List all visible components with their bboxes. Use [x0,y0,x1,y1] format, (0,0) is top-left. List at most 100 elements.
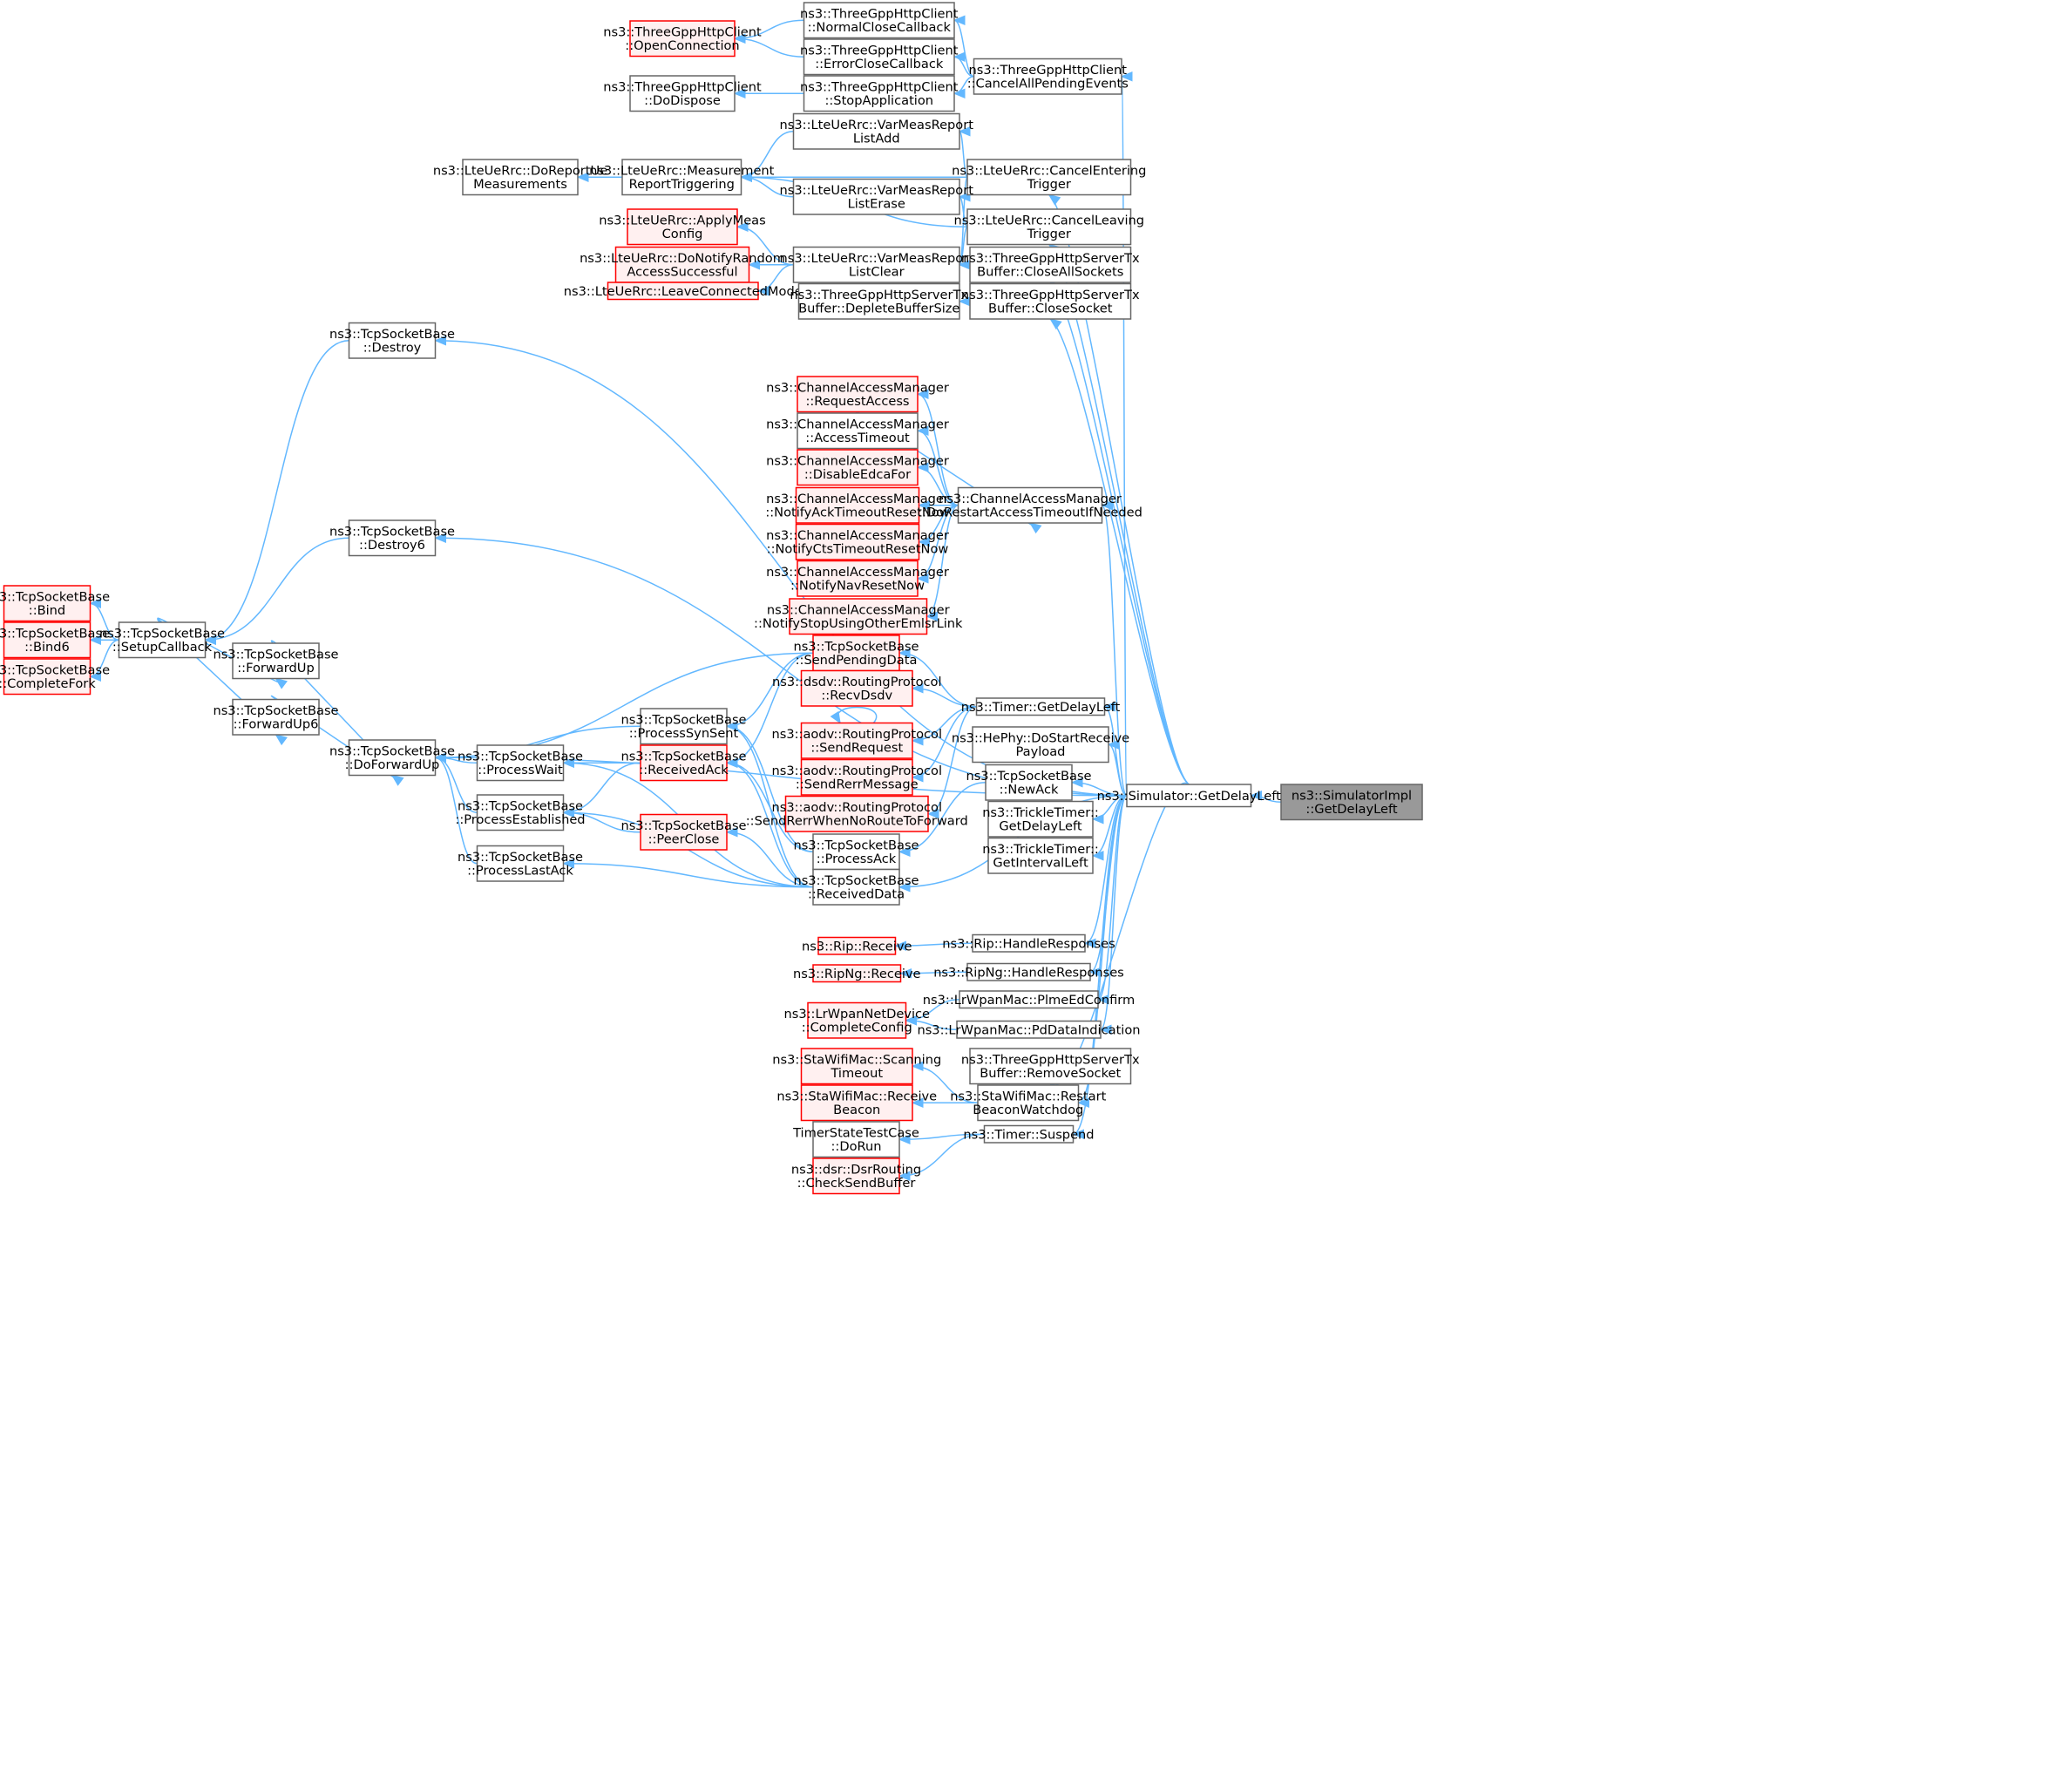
node-sim[interactable]: ns3::Simulator::GetDelayLeft [1097,784,1282,808]
node-tcpProcEst[interactable]: ns3::TcpSocketBase::ProcessEstablished [455,794,586,832]
node-label: ns3::LrWpanNetDevice [783,1007,930,1022]
node-box [640,813,728,851]
node-lteLeaveConn[interactable]: ns3::LteUeRrc::LeaveConnectedMode [564,282,803,301]
node-root[interactable]: ns3::SimulatorImpl::GetDelayLeft [1280,784,1423,821]
node-tcpDestroy[interactable]: ns3::TcpSocketBase::Destroy [329,322,455,359]
edge-line [205,340,349,641]
edge-line [1073,795,1128,1135]
node-tcpBind6[interactable]: ns3::TcpSocketBase::Bind6 [0,621,110,659]
node-lrwpanPd[interactable]: ns3::LrWpanMac::PdDataIndication [917,1020,1141,1039]
node-camDisableEdca[interactable]: ns3::ChannelAccessManager::DisableEdcaFo… [766,449,949,486]
node-ripngReceive[interactable]: ns3::RipNg::Receive [793,964,921,983]
node-tcpBind[interactable]: ns3::TcpSocketBase::Bind [0,585,110,622]
node-camNavReset[interactable]: ns3::ChannelAccessManager::NotifyNavRese… [766,560,949,597]
node-tcpProcSynSent[interactable]: ns3::TcpSocketBase::ProcessSynSent [620,708,747,745]
node-timerGetDelay[interactable]: ns3::Timer::GetDelayLeft [961,697,1121,716]
node-tcpSendPending[interactable]: ns3::TcpSocketBase::SendPendingData [793,635,919,672]
node-tcpDoForwardUp[interactable]: ns3::TcpSocketBase::DoForwardUp [329,739,455,777]
node-lrwpanPlme[interactable]: ns3::LrWpanMac::PlmeEdConfirm [923,990,1135,1009]
node-lteMeasTrig[interactable]: ns3::LteUeRrc::MeasurementReportTriggeri… [589,159,775,196]
node-ripHandle[interactable]: ns3::Rip::HandleResponses [942,933,1115,953]
node-box [800,722,913,759]
node-label: ns3::Rip::HandleResponses [942,936,1115,951]
node-label: Config [662,227,703,241]
node-tcpProcAck[interactable]: ns3::TcpSocketBase::ProcessAck [793,833,919,871]
node-tgCancelAll[interactable]: ns3::ThreeGppHttpClient::CancelAllPendin… [967,58,1129,95]
node-tcpProcWait[interactable]: ns3::TcpSocketBase::ProcessWait [458,744,583,782]
node-aodvSendReq[interactable]: ns3::aodv::RoutingProtocol::SendRequest [771,722,942,759]
node-label: Trigger [1027,177,1071,192]
node-ripReceive[interactable]: ns3::Rip::Receive [802,936,912,955]
node-tgsCloseSocket[interactable]: ns3::ThreeGppHttpServerTxBuffer::CloseSo… [961,282,1140,320]
node-camAccessTimeout[interactable]: ns3::ChannelAccessManager::AccessTimeout [766,412,949,450]
edge-arrowhead [926,611,938,621]
node-ripngHandle[interactable]: ns3::RipNg::HandleResponses [933,962,1124,981]
edge-arrowhead [1048,193,1061,206]
node-dsrCheck[interactable]: ns3::dsr::DsrRouting::CheckSendBuffer [791,1157,921,1195]
edge-arrowhead [1070,777,1083,788]
node-trickleDelay[interactable]: ns3::TrickleTimer::GetDelayLeft [982,800,1099,838]
node-tcpSetupCb[interactable]: ns3::TcpSocketBase::SetupCallback [99,621,225,659]
node-tcpForwardUp6[interactable]: ns3::TcpSocketBase::ForwardUp6 [213,698,339,736]
node-camCtsTimeout[interactable]: ns3::ChannelAccessManager::NotifyCtsTime… [766,523,949,560]
edge-arrowhead [390,774,404,786]
edge-line [898,782,987,852]
node-box [972,726,1109,764]
edge-sim-to-hephy [1107,739,1128,797]
node-tcpRecvAck[interactable]: ns3::TcpSocketBase::ReceivedAck [620,744,747,782]
node-tgStopApp[interactable]: ns3::ThreeGppHttpClient::StopApplication [800,75,959,112]
node-camReqAccess[interactable]: ns3::ChannelAccessManager::RequestAccess [766,376,949,413]
node-tgsRemove[interactable]: ns3::ThreeGppHttpServerTxBuffer::RemoveS… [961,1048,1140,1085]
node-aodvSendRerrNoRoute[interactable]: ns3::aodv::RoutingProtocol::SendRerrWhen… [746,795,968,832]
node-label: ns3::ThreeGppHttpClient [968,63,1127,78]
node-tcpRecvData[interactable]: ns3::TcpSocketBase::ReceivedData [793,868,919,906]
node-timerSuspend[interactable]: ns3::Timer::Suspend [963,1124,1095,1144]
node-tcpNewAck[interactable]: ns3::TcpSocketBase::NewAck [966,764,1092,801]
edge-arrowhead [899,968,912,979]
node-tgsCloseAll[interactable]: ns3::ThreeGppHttpServerTxBuffer::CloseAl… [961,246,1140,283]
node-box [812,1121,900,1158]
node-label: ns3::ChannelAccessManager [939,492,1122,506]
node-lrwpanComplete[interactable]: ns3::LrWpanNetDevice::CompleteConfig [783,1001,930,1039]
node-timerStateTest[interactable]: TimerStateTestCase::DoRun [792,1121,919,1158]
node-label: ns3::ThreeGppHttpClient [800,80,959,95]
node-tcpDestroy6[interactable]: ns3::TcpSocketBase::Destroy6 [329,519,455,557]
node-label: ::Bind6 [24,640,70,655]
node-lteDoNotify[interactable]: ns3::LteUeRrc::DoNotifyRandomAccessSucce… [580,246,785,283]
edge-lteMeasTrig-to-lteDoReport [576,172,622,182]
node-tcpPeerClose[interactable]: ns3::TcpSocketBase::PeerClose [620,813,747,851]
node-camAckTimeout[interactable]: ns3::ChannelAccessManager::NotifyAckTime… [765,486,950,524]
edge-line [959,131,968,178]
node-tcpCompleteFork[interactable]: ns3::TcpSocketBase::CompleteFork [0,658,110,696]
node-tgsDeplete[interactable]: ns3::ThreeGppHttpServerTxBuffer::Deplete… [790,282,968,320]
node-label: ::SendPendingData [796,653,918,668]
node-tcpProcLastAck[interactable]: ns3::TcpSocketBase::ProcessLastAck [458,845,583,882]
node-box [348,519,437,557]
node-camDoRestart[interactable]: ns3::ChannelAccessManager::DoRestartAcce… [918,486,1142,524]
node-tgNormalClose[interactable]: ns3::ThreeGppHttpClient::NormalCloseCall… [800,2,959,39]
node-dsdvRecv[interactable]: ns3::dsdv::RoutingProtocol::RecvDsdv [772,669,942,707]
edge-sim-to-tgCancelAll [1120,71,1133,797]
edge-arrowhead [756,286,770,296]
node-tcpForwardUp[interactable]: ns3::TcpSocketBase::ForwardUp [213,642,339,680]
node-tgErrorClose[interactable]: ns3::ThreeGppHttpClient::ErrorCloseCallb… [800,38,959,76]
node-tgOpenConn[interactable]: ns3::ThreeGppHttpClient::OpenConnection [603,20,762,58]
node-trickleInterval[interactable]: ns3::TrickleTimer::GetIntervalLeft [982,837,1099,874]
node-tgDoDispose[interactable]: ns3::ThreeGppHttpClient::DoDispose [603,75,762,112]
node-camStopEmlsr[interactable]: ns3::ChannelAccessManager::NotifyStopUsi… [754,598,963,635]
node-aodvSendRerr[interactable]: ns3::aodv::RoutingProtocol::SendRerrMess… [771,758,942,796]
node-box [792,112,960,150]
edge-arrowhead [898,648,911,658]
edge-line [1049,318,1190,785]
